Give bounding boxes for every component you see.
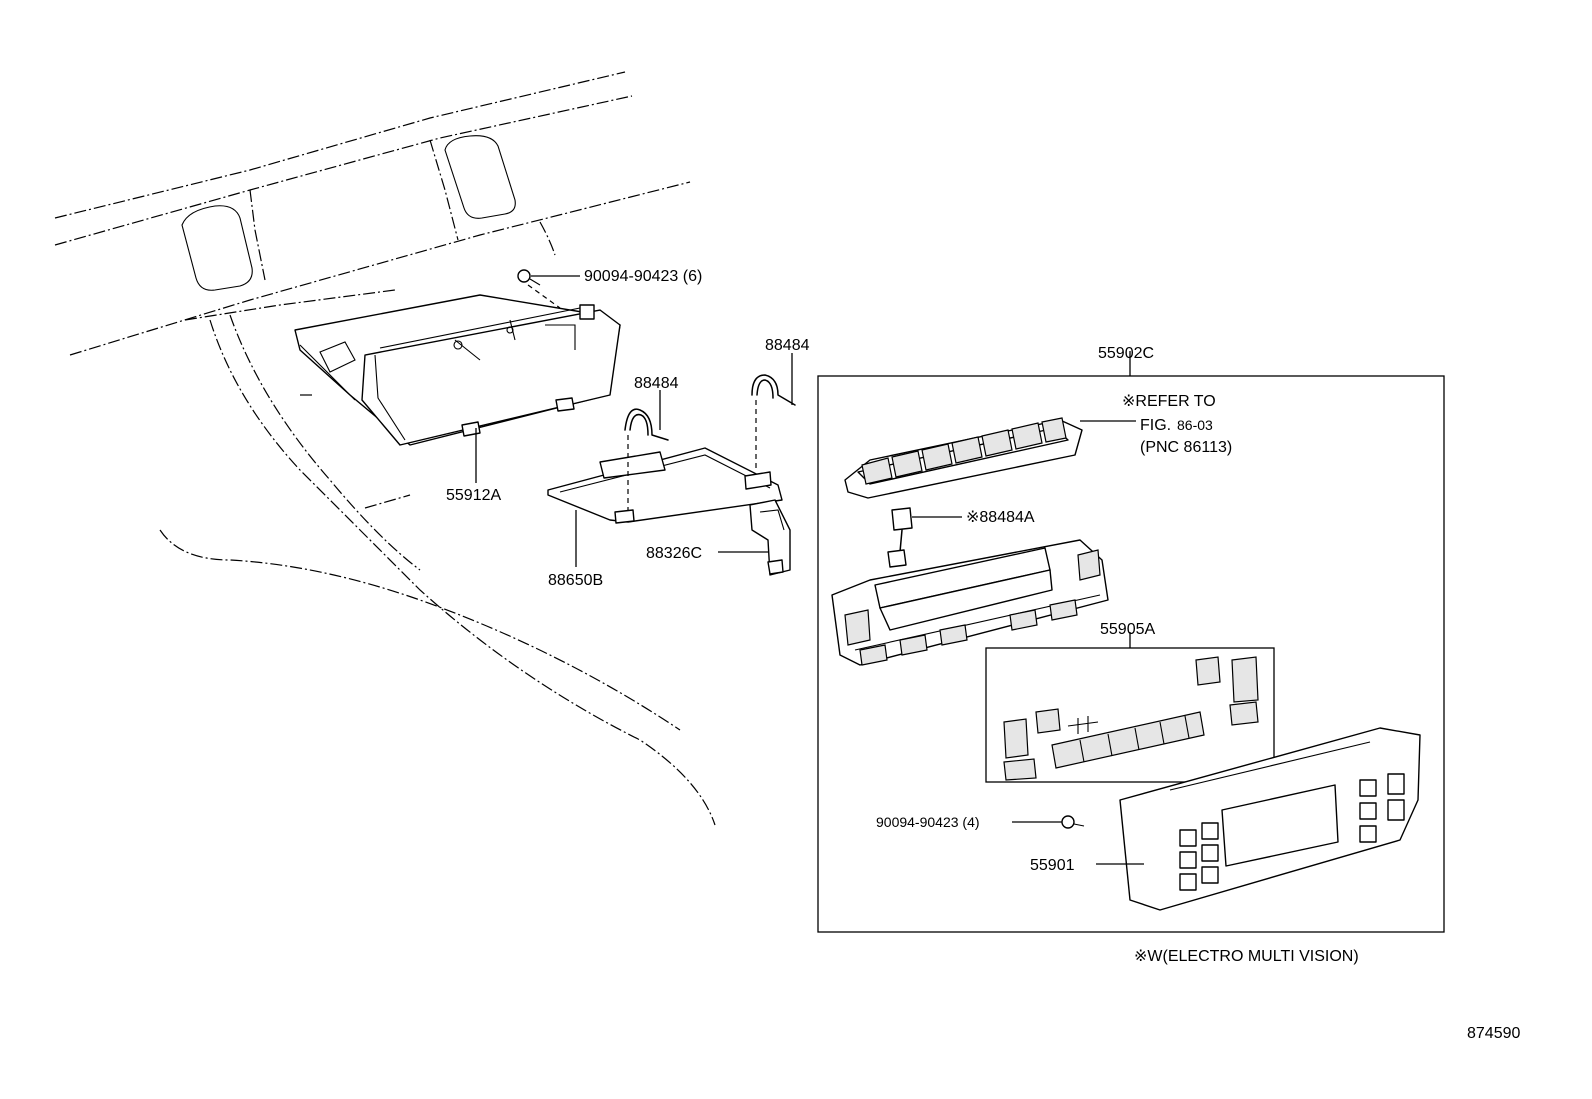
label-refer-fig: FIG.	[1140, 417, 1171, 434]
housing-55912a	[294, 284, 621, 446]
connector-88484a	[887, 507, 913, 568]
label-88326c: 88326C	[646, 545, 702, 562]
label-bolt-6: 90094-90423 (6)	[584, 268, 702, 285]
label-88484-left: 88484	[634, 375, 679, 392]
label-88650b: 88650B	[548, 572, 603, 589]
footnote: ※W(ELECTRO MULTI VISION)	[1134, 948, 1359, 965]
label-55902c: 55902C	[1098, 345, 1154, 362]
label-refer-fig-number: 86-03	[1177, 417, 1213, 433]
bezel-display-window	[1221, 784, 1339, 867]
middle-frame	[831, 539, 1109, 666]
label-55901: 55901	[1030, 857, 1075, 874]
display-module	[844, 417, 1083, 499]
label-bolt-4: 90094-90423 (4)	[876, 814, 980, 830]
bezel-55901	[1119, 727, 1421, 911]
bracket-88326c	[749, 499, 791, 576]
bolt-icon	[517, 269, 541, 286]
assembly-box	[817, 375, 1445, 933]
computer-88650b	[547, 447, 783, 524]
bezel-buttons	[1179, 773, 1405, 891]
housing-bolt-boss	[579, 304, 595, 320]
middle-frame-keys	[859, 599, 1078, 666]
label-refer-pnc: (PNC 86113)	[1140, 439, 1232, 456]
label-88484-right: 88484	[765, 337, 810, 354]
right-vent-icon	[444, 135, 516, 219]
label-55905a: 55905A	[1100, 621, 1155, 638]
wire-harness-right	[751, 374, 796, 472]
display-module-keys	[861, 417, 1067, 485]
figure-number: 874590	[1467, 1025, 1520, 1042]
switch-panel-55905a	[1003, 656, 1259, 781]
left-vent-icon	[181, 205, 253, 291]
bolt-small-icon	[1061, 815, 1085, 829]
dashboard-outline	[54, 71, 716, 826]
label-refer-to: ※REFER TO	[1122, 393, 1216, 410]
label-88484a: ※88484A	[966, 509, 1035, 526]
wire-harness-left	[624, 408, 669, 510]
label-55912a: 55912A	[446, 487, 501, 504]
